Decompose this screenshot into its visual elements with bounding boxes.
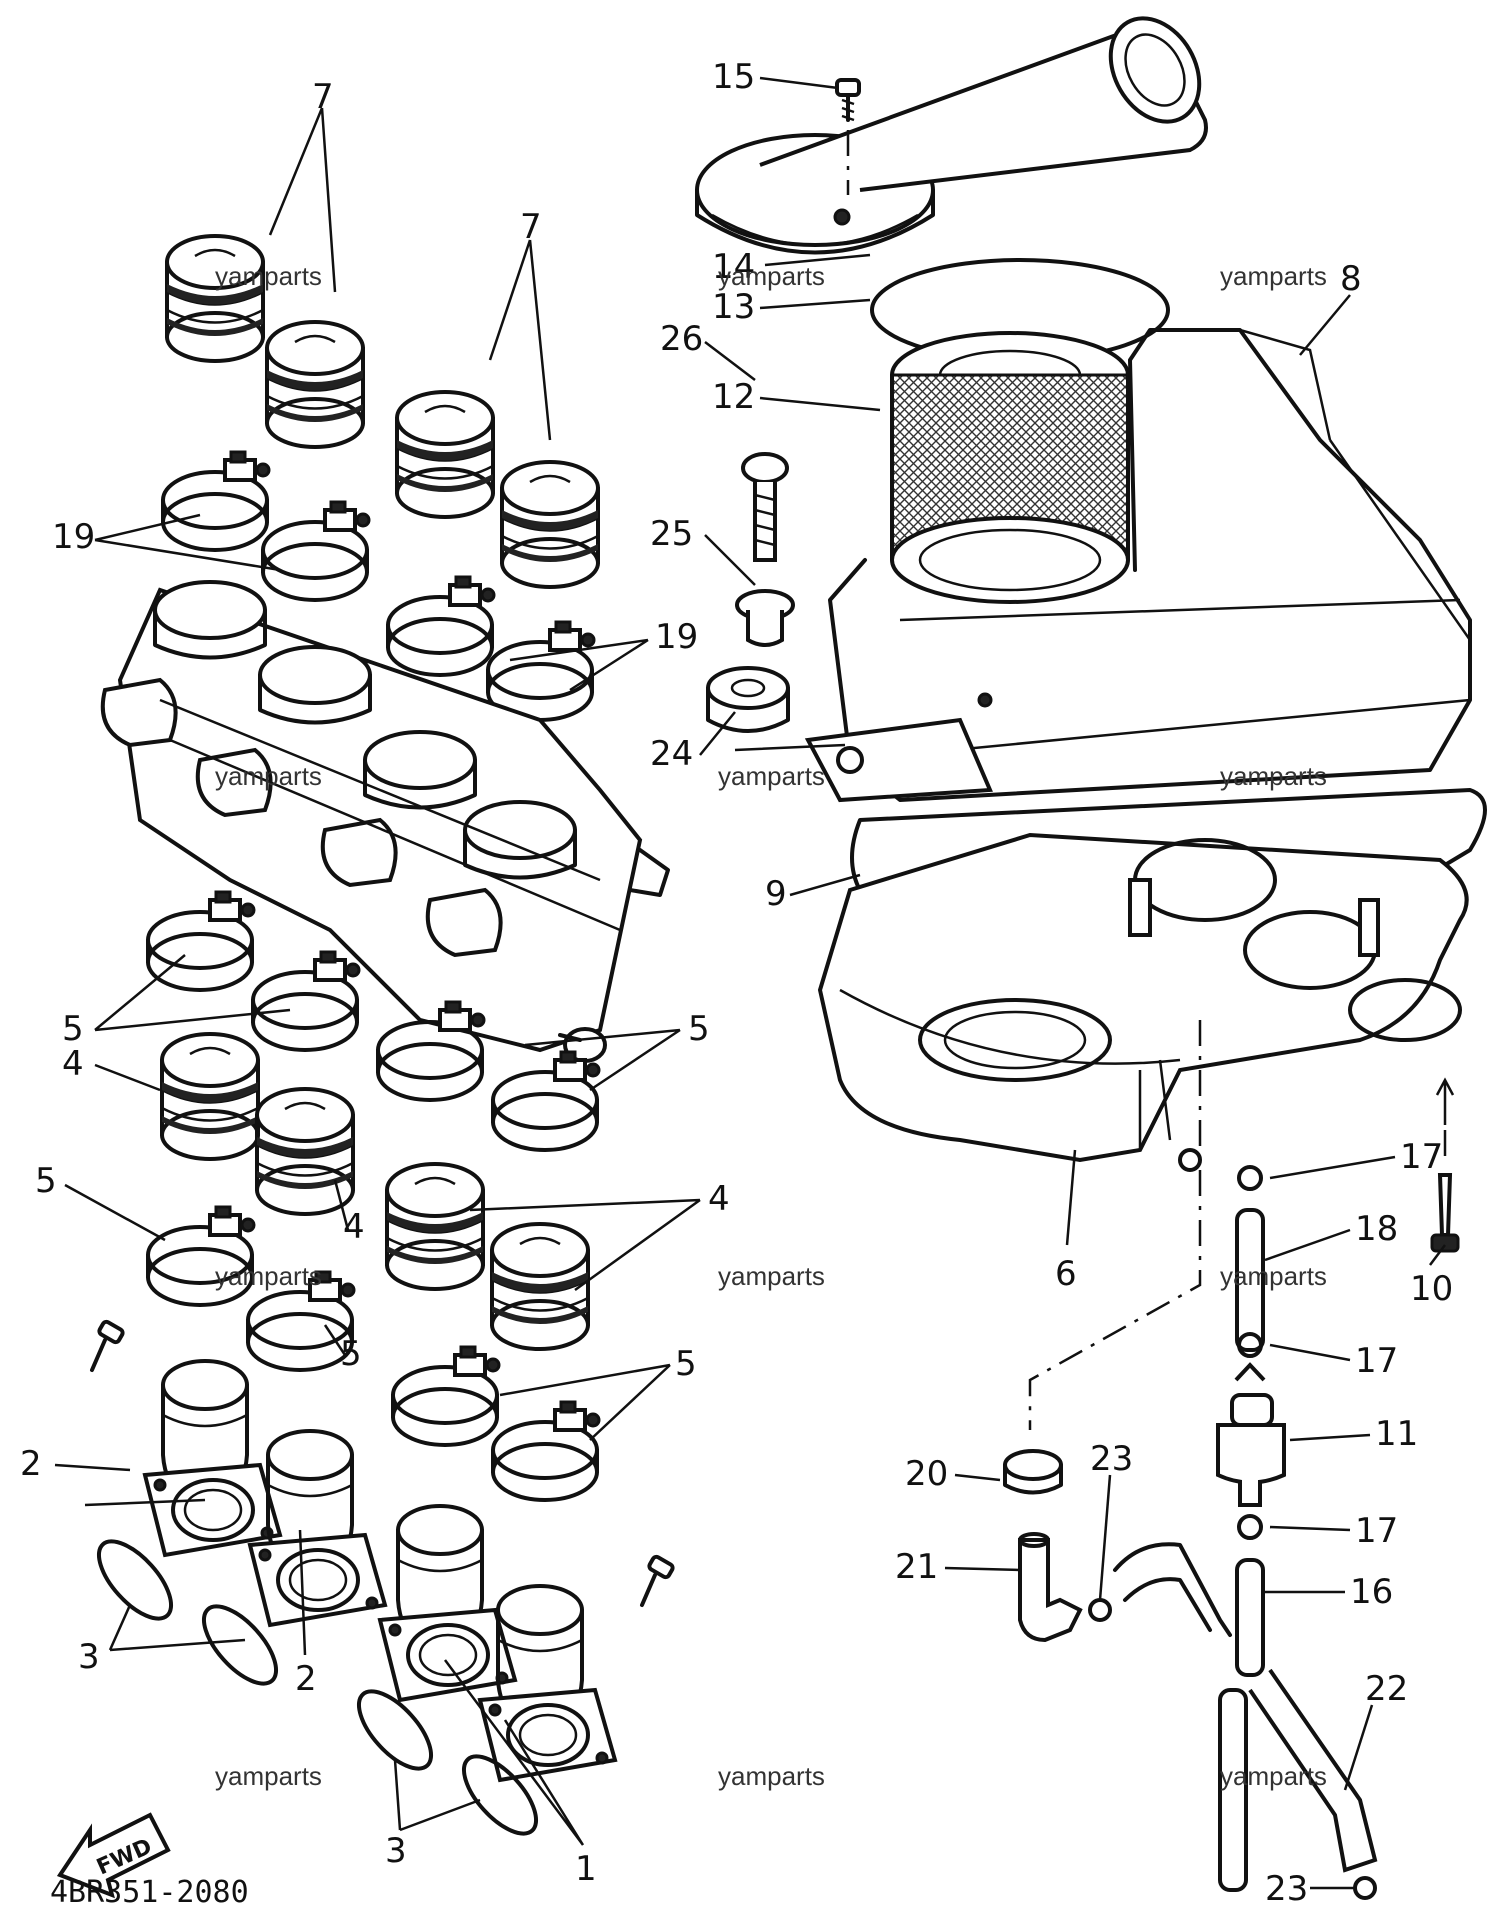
callout-25: 25 bbox=[650, 514, 693, 554]
callout-6: 6 bbox=[1055, 1254, 1077, 1294]
watermark-text: yamparts bbox=[215, 1261, 322, 1291]
hose-clip bbox=[1237, 1165, 1263, 1191]
hose-clip bbox=[1088, 1598, 1112, 1622]
callout-16: 16 bbox=[1350, 1572, 1393, 1612]
watermark-text: yamparts bbox=[215, 1761, 322, 1791]
watermark-text: yamparts bbox=[1220, 1761, 1327, 1791]
callout-21: 21 bbox=[895, 1547, 938, 1587]
callout-7: 7 bbox=[312, 77, 334, 117]
mount-damper bbox=[706, 666, 790, 733]
callout-23: 23 bbox=[1265, 1869, 1308, 1909]
callout-17: 17 bbox=[1355, 1511, 1398, 1551]
callout-22: 22 bbox=[1365, 1669, 1408, 1709]
callout-24: 24 bbox=[650, 734, 693, 774]
drain-hose-upper bbox=[1235, 1208, 1265, 1352]
joint-o-rings bbox=[96, 1539, 539, 1836]
callout-5: 5 bbox=[340, 1334, 362, 1374]
fwd-arrow-icon: FWD bbox=[56, 1812, 171, 1899]
callout-19: 19 bbox=[52, 517, 95, 557]
callout-2: 2 bbox=[295, 1659, 317, 1699]
watermark-text: yamparts bbox=[718, 761, 825, 791]
callout-17: 17 bbox=[1355, 1341, 1398, 1381]
drain-damper bbox=[1003, 1449, 1063, 1495]
callout-10: 10 bbox=[1410, 1269, 1453, 1309]
callout-4: 4 bbox=[343, 1207, 365, 1247]
cap-screw bbox=[835, 78, 861, 195]
callout-19: 19 bbox=[655, 617, 698, 657]
callout-11: 11 bbox=[1375, 1414, 1418, 1454]
callout-5: 5 bbox=[35, 1161, 57, 1201]
air-filter-element bbox=[890, 331, 1130, 604]
callout-13: 13 bbox=[712, 287, 755, 327]
callout-23: 23 bbox=[1090, 1439, 1133, 1479]
watermark-text: yamparts bbox=[215, 761, 322, 791]
drain-elbow bbox=[1018, 1532, 1083, 1643]
callout-7: 7 bbox=[520, 207, 542, 247]
air-filter-case bbox=[804, 328, 1472, 803]
callout-20: 20 bbox=[905, 1454, 948, 1494]
case-bolt bbox=[1430, 1077, 1460, 1253]
air-filter-case-bottom bbox=[817, 832, 1469, 1172]
joint-screw bbox=[90, 1319, 675, 1607]
callout-1: 1 bbox=[575, 1849, 597, 1889]
hose-clip bbox=[1353, 1876, 1377, 1900]
callout-5: 5 bbox=[62, 1009, 84, 1049]
watermark-text: yamparts bbox=[215, 261, 322, 291]
air-filter-cap bbox=[695, 16, 1208, 255]
callout-12: 12 bbox=[712, 377, 755, 417]
watermark-text: yamparts bbox=[718, 261, 825, 291]
diagram-code: 4BR351-2080 bbox=[50, 1875, 249, 1910]
callout-5: 5 bbox=[675, 1344, 697, 1384]
callout-3: 3 bbox=[385, 1831, 407, 1871]
callout-15: 15 bbox=[712, 57, 755, 97]
watermark-text: yamparts bbox=[1220, 1261, 1327, 1291]
watermark-text: yamparts bbox=[1220, 761, 1327, 791]
breather-hose bbox=[1113, 1542, 1378, 1873]
callout-8: 8 bbox=[1340, 259, 1362, 299]
callout-3: 3 bbox=[78, 1637, 100, 1677]
callout-26: 26 bbox=[660, 319, 703, 359]
callout-9: 9 bbox=[765, 874, 787, 914]
callout-4: 4 bbox=[62, 1044, 84, 1084]
watermark-text: yamparts bbox=[1220, 261, 1327, 291]
mount-collar bbox=[735, 589, 795, 647]
callout-labels: 7 7 19 19 5 5 4 4 4 5 5 5 2 2 3 3 1 15 1… bbox=[20, 57, 1453, 1909]
hose-clip bbox=[1237, 1332, 1263, 1358]
mount-bolt bbox=[741, 452, 789, 562]
drain-dash-lines bbox=[1028, 1020, 1202, 1430]
callout-17: 17 bbox=[1400, 1137, 1443, 1177]
drain-plug bbox=[1216, 1362, 1286, 1507]
drain-hose-lower bbox=[1218, 1558, 1265, 1892]
callout-2: 2 bbox=[20, 1444, 42, 1484]
hose-clip bbox=[1237, 1514, 1263, 1540]
callout-18: 18 bbox=[1355, 1209, 1398, 1249]
watermark-text: yamparts bbox=[718, 1761, 825, 1791]
watermark-text: yamparts bbox=[718, 1261, 825, 1291]
carburetor-assembly bbox=[100, 580, 670, 1063]
callout-5: 5 bbox=[688, 1009, 710, 1049]
watermarks: yamparts yamparts yamparts yamparts yamp… bbox=[215, 261, 1327, 1791]
callout-4: 4 bbox=[708, 1179, 730, 1219]
leader-lines bbox=[54, 76, 1446, 1890]
callout-14: 14 bbox=[712, 247, 755, 287]
